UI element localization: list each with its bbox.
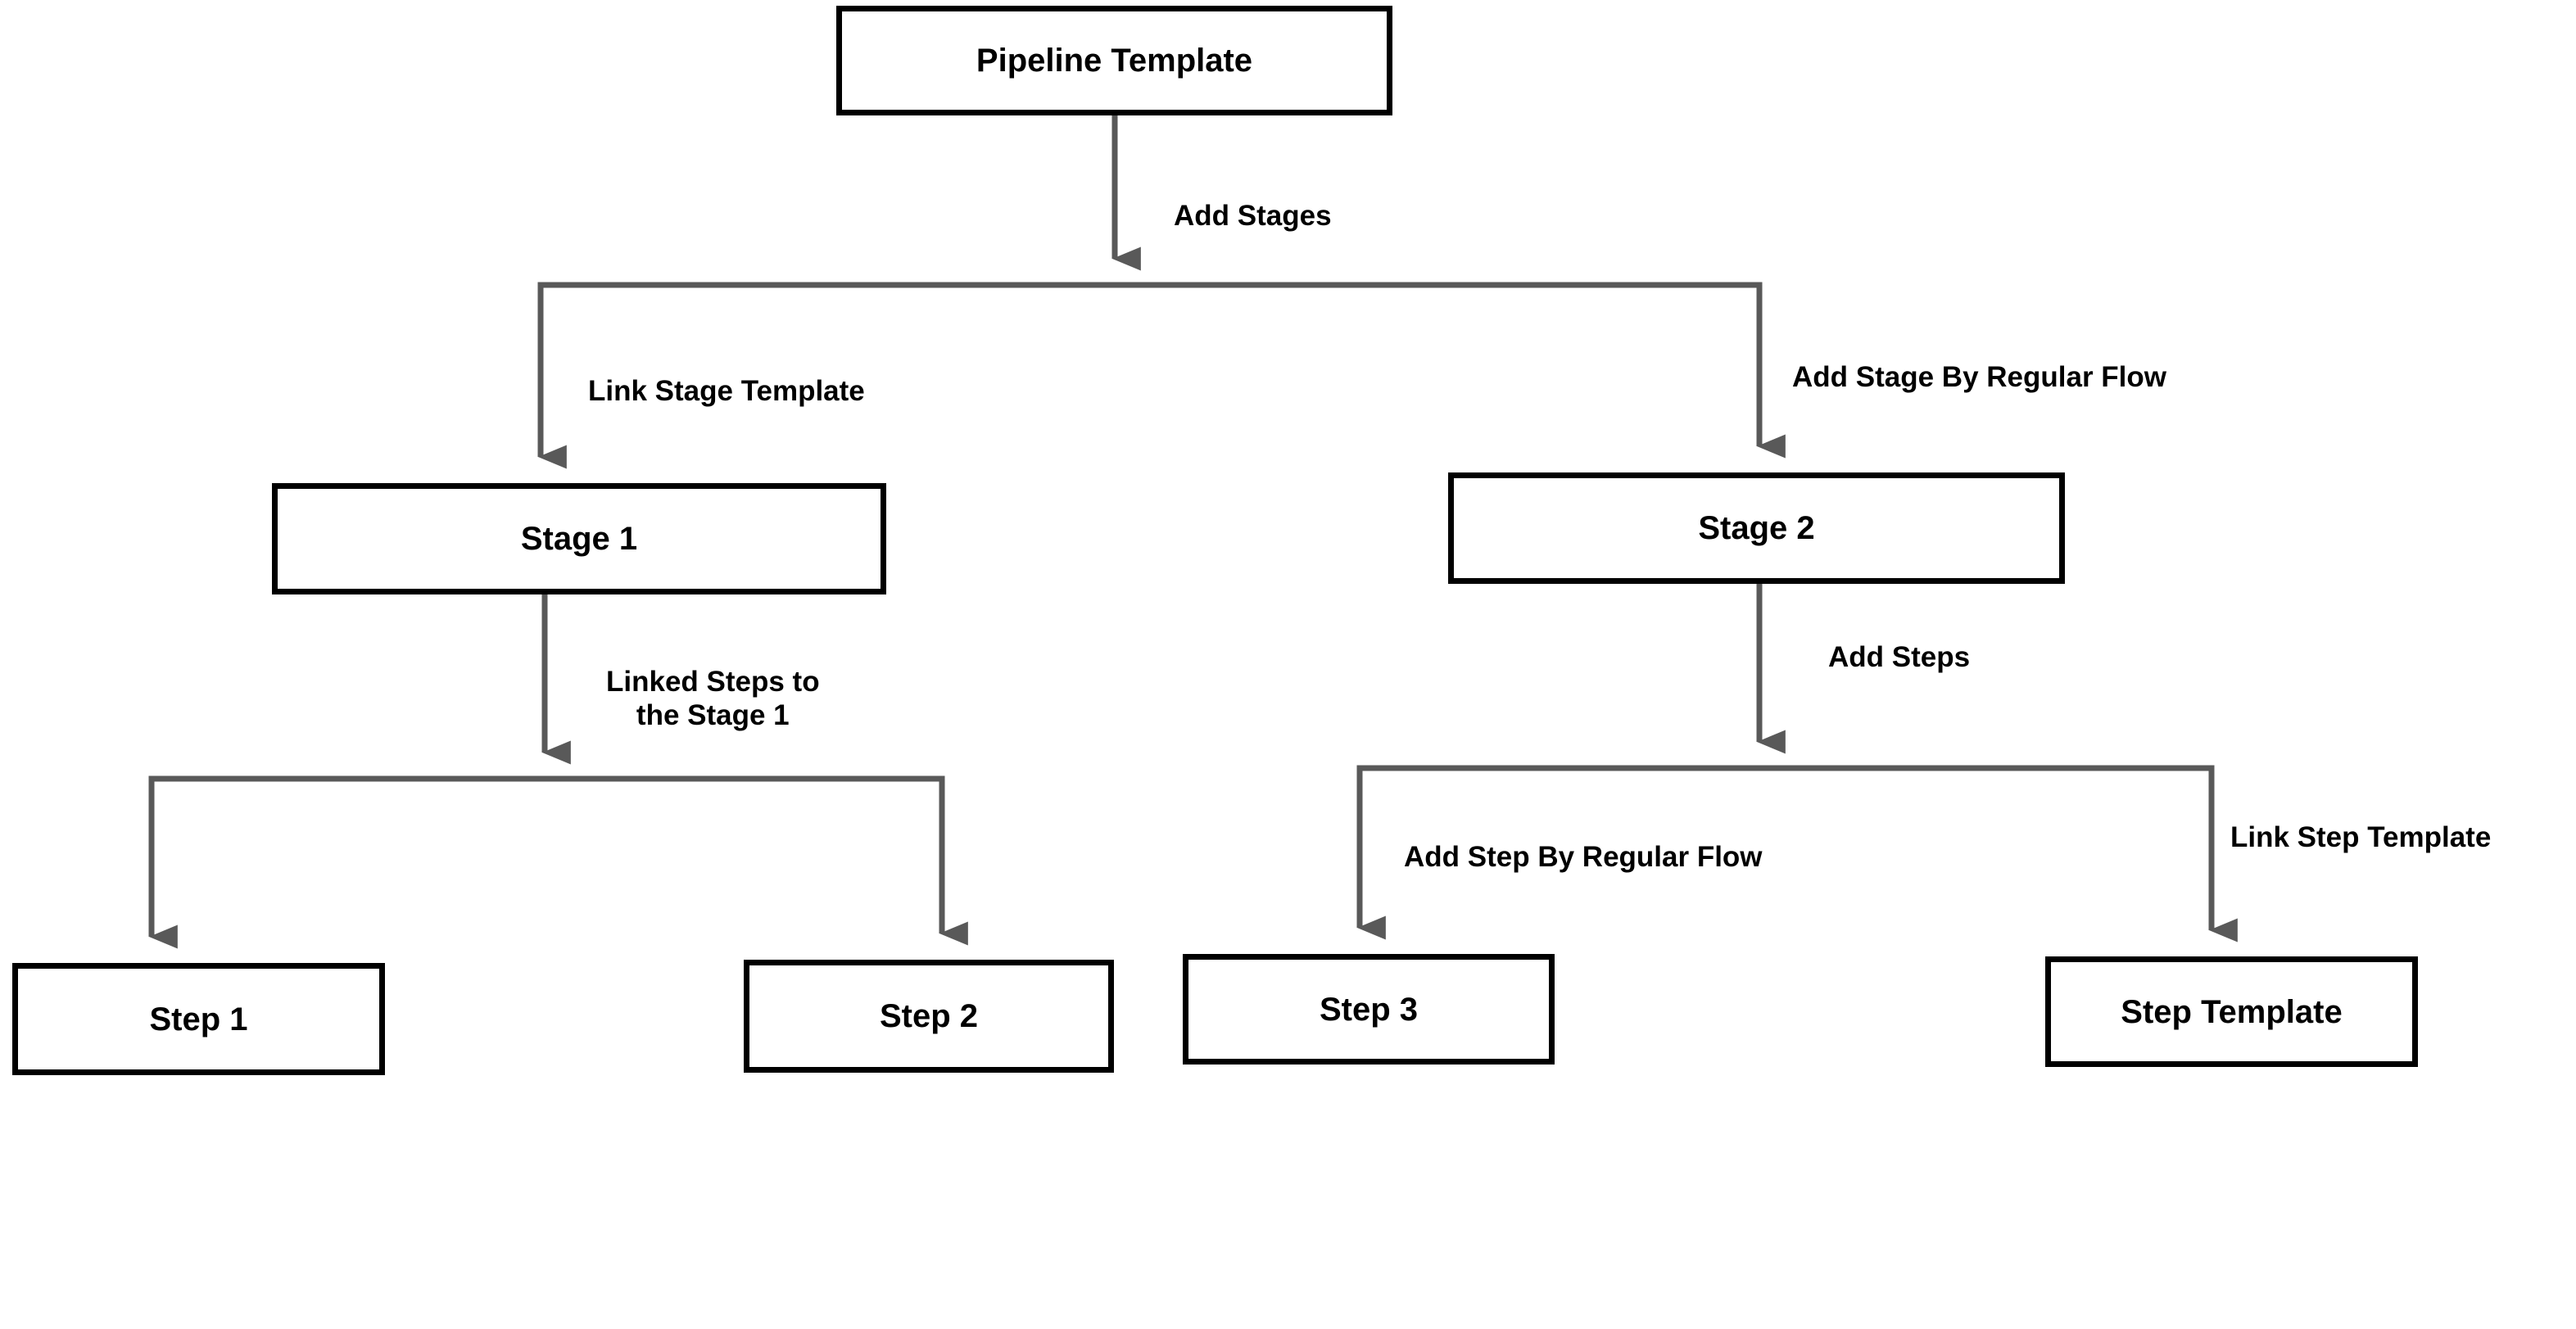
- node-label: Step 1: [149, 1001, 248, 1037]
- node-label: Pipeline Template: [976, 43, 1253, 79]
- edge-label-add-stages: Add Stages: [1174, 200, 1332, 232]
- node-label: Step 3: [1319, 991, 1419, 1028]
- edge-label-linked-steps-to-the-stage-1: Linked Steps to the Stage 1: [606, 666, 820, 732]
- node-label: Step 2: [879, 998, 979, 1034]
- node-pipeline-template[interactable]: Pipeline Template: [836, 6, 1392, 115]
- node-step-template[interactable]: Step Template: [2045, 956, 2418, 1067]
- node-step-1[interactable]: Step 1: [12, 963, 385, 1075]
- node-stage-1[interactable]: Stage 1: [272, 483, 886, 594]
- edge-label-add-step-by-regular-flow: Add Step By Regular Flow: [1404, 841, 1763, 873]
- node-label: Stage 1: [520, 521, 638, 557]
- node-label: Step Template: [2121, 993, 2343, 1030]
- node-label: Stage 2: [1698, 510, 1815, 546]
- edge-label-link-step-template: Link Step Template: [2230, 821, 2492, 853]
- edge-label-add-steps: Add Steps: [1828, 641, 1971, 673]
- edge-label-link-stage-template: Link Stage Template: [588, 375, 865, 407]
- node-stage-2[interactable]: Stage 2: [1448, 472, 2065, 584]
- node-step-2[interactable]: Step 2: [744, 960, 1114, 1073]
- edge-label-add-stage-by-regular-flow: Add Stage By Regular Flow: [1792, 361, 2166, 393]
- node-step-3[interactable]: Step 3: [1183, 954, 1555, 1065]
